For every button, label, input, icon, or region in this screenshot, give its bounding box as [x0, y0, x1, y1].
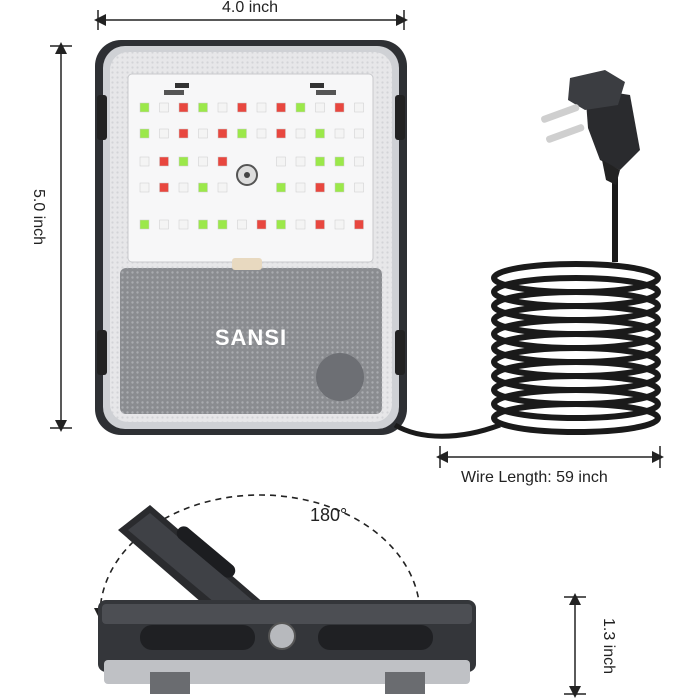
led-chip — [334, 156, 345, 167]
rotation-arc — [99, 494, 421, 616]
height-dimension — [50, 42, 72, 432]
led-chip — [178, 219, 189, 230]
led-chip — [178, 128, 189, 139]
led-chip — [237, 102, 247, 113]
led-chip — [198, 156, 208, 167]
led-chip — [139, 219, 150, 230]
floodlight-front — [95, 40, 407, 435]
led-chip — [178, 156, 189, 167]
led-chip — [276, 128, 286, 139]
led-chip — [237, 128, 247, 139]
led-chip — [178, 182, 189, 193]
coil-loop — [491, 401, 661, 435]
led-chip — [217, 128, 228, 139]
led-chip — [139, 128, 150, 139]
led-chip — [198, 182, 208, 193]
led-chip — [276, 182, 286, 193]
led-chip — [315, 128, 325, 139]
led-chip — [315, 219, 325, 230]
led-chip — [159, 156, 169, 167]
led-chip — [334, 128, 345, 139]
angle-label: 180° — [310, 505, 348, 525]
led-chip — [334, 182, 345, 193]
wire-dimension — [436, 446, 664, 468]
width-dimension — [94, 10, 408, 30]
led-chip — [354, 128, 364, 139]
led-chip — [217, 156, 228, 167]
led-chip — [256, 128, 267, 139]
led-chip — [295, 128, 306, 139]
led-chip — [159, 128, 169, 139]
brand-logo: SANSI — [215, 325, 287, 350]
cable-coil — [491, 261, 661, 435]
led-chip — [276, 219, 286, 230]
depth-label: 1.3 inch — [600, 617, 617, 675]
led-chip — [159, 219, 169, 230]
led-chip — [276, 156, 286, 167]
led-chip — [276, 102, 286, 113]
led-chip — [139, 182, 150, 193]
led-chip — [354, 182, 364, 193]
led-chip — [178, 102, 189, 113]
led-chip — [198, 128, 208, 139]
led-chip — [217, 219, 228, 230]
led-chip — [315, 102, 325, 113]
led-grid — [139, 102, 364, 230]
led-chip — [139, 102, 150, 113]
led-chip — [237, 219, 247, 230]
led-chip — [334, 219, 345, 230]
led-chip — [139, 156, 150, 167]
led-chip — [256, 219, 267, 230]
led-chip — [354, 102, 364, 113]
led-chip — [315, 156, 325, 167]
led-chip — [198, 219, 208, 230]
led-chip — [295, 182, 306, 193]
height-label: 5.0 inch — [30, 188, 47, 246]
cable — [393, 422, 501, 439]
led-chip — [256, 102, 267, 113]
wire-length-label: Wire Length: 59 inch — [461, 469, 608, 486]
led-chip — [198, 102, 208, 113]
depth-dimension — [564, 593, 586, 698]
led-chip — [334, 102, 345, 113]
led-chip — [295, 156, 306, 167]
floodlight-side — [98, 505, 476, 694]
power-plug — [541, 70, 640, 185]
led-chip — [217, 102, 228, 113]
led-chip — [159, 182, 169, 193]
led-chip — [217, 182, 228, 193]
led-chip — [159, 102, 169, 113]
width-label: 4.0 inch — [222, 0, 279, 16]
led-chip — [315, 182, 325, 193]
coil-loop — [491, 387, 661, 421]
led-chip — [354, 219, 364, 230]
led-chip — [354, 156, 364, 167]
led-chip — [295, 102, 306, 113]
led-chip — [295, 219, 306, 230]
